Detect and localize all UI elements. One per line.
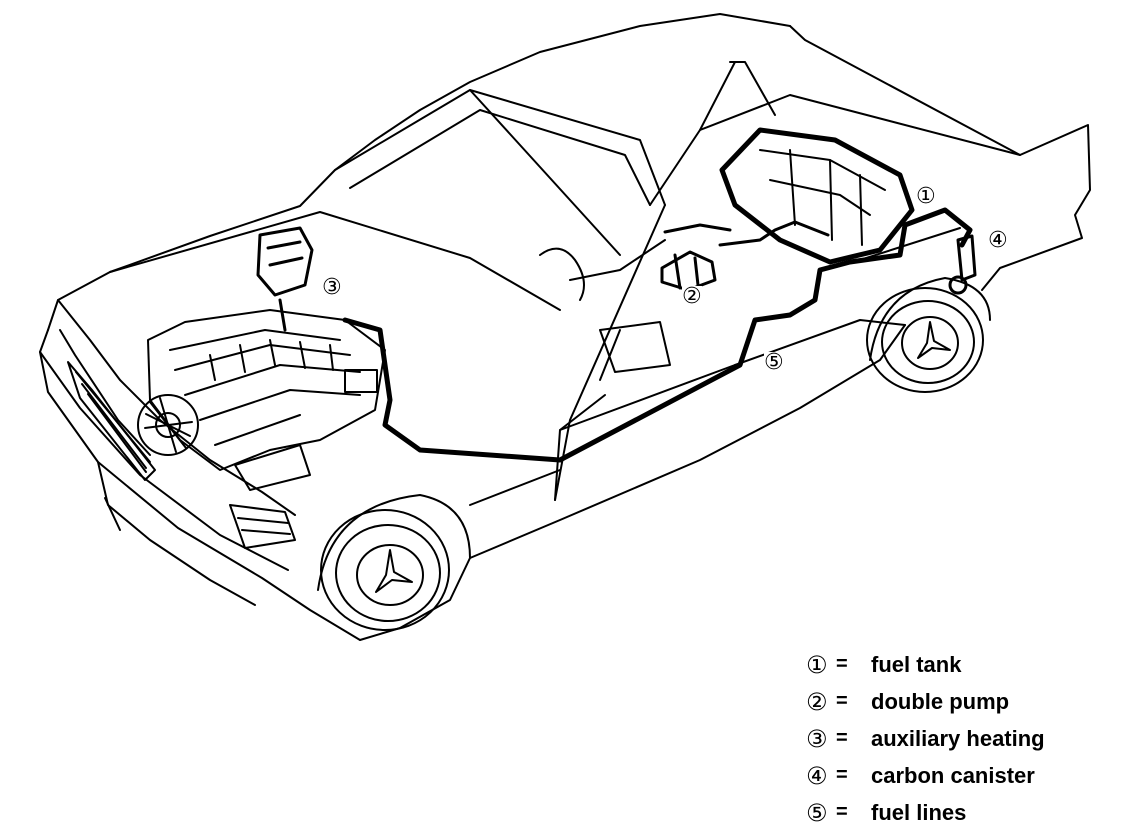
callout-3-auxiliary-heating: ③ <box>322 275 342 300</box>
legend-label: fuel lines <box>871 799 967 825</box>
callout-1-fuel-tank: ① <box>916 184 936 209</box>
car-body-outline <box>39 13 1091 641</box>
fuel-tank-drawing <box>719 127 915 265</box>
legend-row-auxiliary-heating: ③ = auxiliary heating <box>806 720 1045 757</box>
rear-wheel <box>866 277 991 393</box>
legend-label: double pump <box>871 688 1010 714</box>
callout-2-double-pump: ② <box>682 284 702 309</box>
legend: ① = fuel tank ② = double pump ③ = auxili… <box>806 646 1045 831</box>
legend-number: ② <box>806 687 828 716</box>
engine-block <box>137 309 386 491</box>
legend-label: carbon canister <box>871 762 1035 788</box>
legend-equals: = <box>836 764 848 786</box>
legend-label: fuel tank <box>871 651 962 677</box>
fuel-lines-drawing <box>342 207 973 463</box>
legend-row-fuel-lines: ⑤ = fuel lines <box>806 794 1045 831</box>
legend-label: auxiliary heating <box>871 725 1045 751</box>
double-pump-drawing <box>660 250 717 292</box>
auxiliary-heater-unit <box>256 226 314 332</box>
legend-number: ④ <box>806 761 828 790</box>
car-cabin-outline <box>109 61 1021 506</box>
legend-row-carbon-canister: ④ = carbon canister <box>806 757 1045 794</box>
legend-equals: = <box>836 727 848 749</box>
legend-number: ③ <box>806 724 828 753</box>
callout-5-fuel-lines: ⑤ <box>764 350 784 375</box>
legend-row-fuel-tank: ① = fuel tank <box>806 646 1045 683</box>
front-wheel <box>317 494 471 631</box>
callout-4-carbon-canister: ④ <box>988 228 1008 253</box>
legend-equals: = <box>836 690 848 712</box>
legend-number: ⑤ <box>806 798 828 827</box>
legend-number: ① <box>806 650 828 679</box>
legend-equals: = <box>836 653 848 675</box>
legend-row-double-pump: ② = double pump <box>806 683 1045 720</box>
legend-equals: = <box>836 801 848 823</box>
front-grille <box>67 361 296 549</box>
